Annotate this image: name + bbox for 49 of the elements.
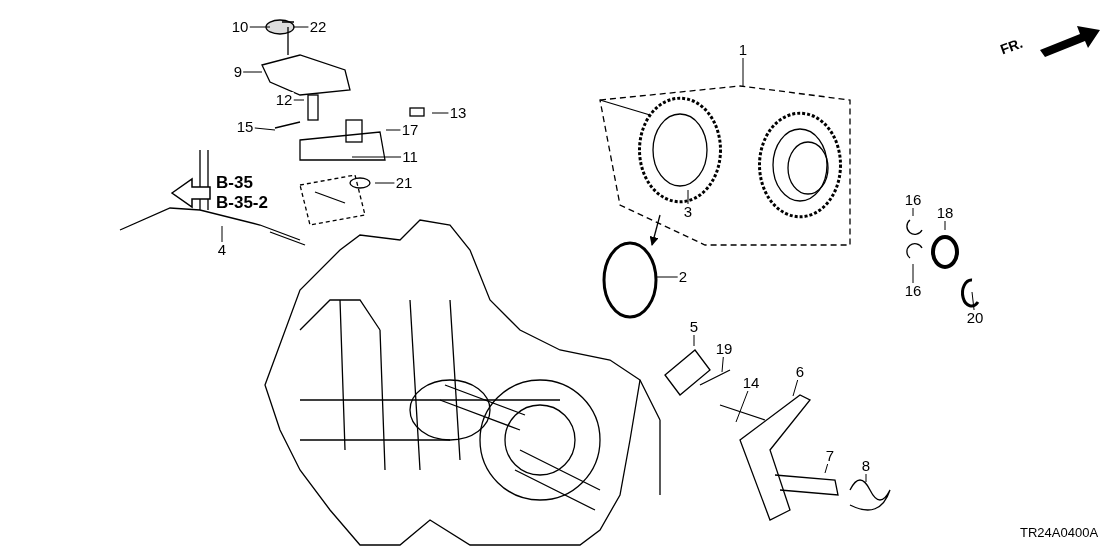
callout-number: 3 bbox=[682, 204, 694, 220]
leader-line bbox=[253, 127, 276, 131]
leader-line bbox=[292, 26, 310, 28]
leader-line bbox=[912, 207, 914, 217]
leader-line bbox=[431, 112, 450, 114]
callout-number: 15 bbox=[235, 119, 255, 135]
callout-number: 11 bbox=[401, 149, 419, 165]
diagram-code: TR24A0400A bbox=[1020, 525, 1099, 540]
callout-number: 12 bbox=[274, 92, 294, 108]
leader-line bbox=[693, 334, 695, 347]
leader-line bbox=[742, 57, 744, 87]
callout-number: 16 bbox=[903, 283, 923, 299]
callout-number: 5 bbox=[688, 319, 700, 335]
callout-number: 10 bbox=[230, 19, 250, 35]
leader-line bbox=[292, 99, 305, 101]
leader-line bbox=[865, 473, 867, 483]
callout-number: 9 bbox=[232, 64, 244, 80]
leader-line bbox=[721, 356, 724, 373]
leader-line bbox=[912, 263, 914, 284]
leader-line bbox=[655, 276, 679, 278]
reference-label: B-35 bbox=[216, 173, 253, 193]
leader-line bbox=[792, 379, 799, 397]
callout-number: 2 bbox=[677, 269, 689, 285]
callout-number: 14 bbox=[741, 375, 761, 391]
callout-number: 7 bbox=[824, 448, 836, 464]
callout-number: 17 bbox=[400, 122, 420, 138]
leader-line bbox=[221, 225, 223, 243]
callout-number: 22 bbox=[308, 19, 328, 35]
callout-number: 16 bbox=[903, 192, 923, 208]
leader-line bbox=[385, 129, 402, 131]
reference-label: B-35-2 bbox=[216, 193, 268, 213]
leader-line bbox=[687, 189, 689, 205]
callout-number: 20 bbox=[965, 310, 985, 326]
callout-number: 1 bbox=[737, 42, 749, 58]
callout-number: 8 bbox=[860, 458, 872, 474]
leader-line bbox=[824, 463, 829, 474]
leader-line bbox=[971, 291, 975, 311]
leader-line bbox=[374, 182, 396, 184]
leader-line bbox=[248, 26, 271, 28]
leader-line bbox=[735, 390, 749, 423]
callout-number: 6 bbox=[794, 364, 806, 380]
callout-number: 21 bbox=[394, 175, 414, 191]
callout-number: 4 bbox=[216, 242, 228, 258]
leader-line bbox=[944, 220, 946, 231]
callout-number: 18 bbox=[935, 205, 955, 221]
leader-line bbox=[242, 71, 263, 73]
leader-line bbox=[351, 156, 402, 158]
callout-number: 19 bbox=[714, 341, 734, 357]
callout-number: 13 bbox=[448, 105, 468, 121]
